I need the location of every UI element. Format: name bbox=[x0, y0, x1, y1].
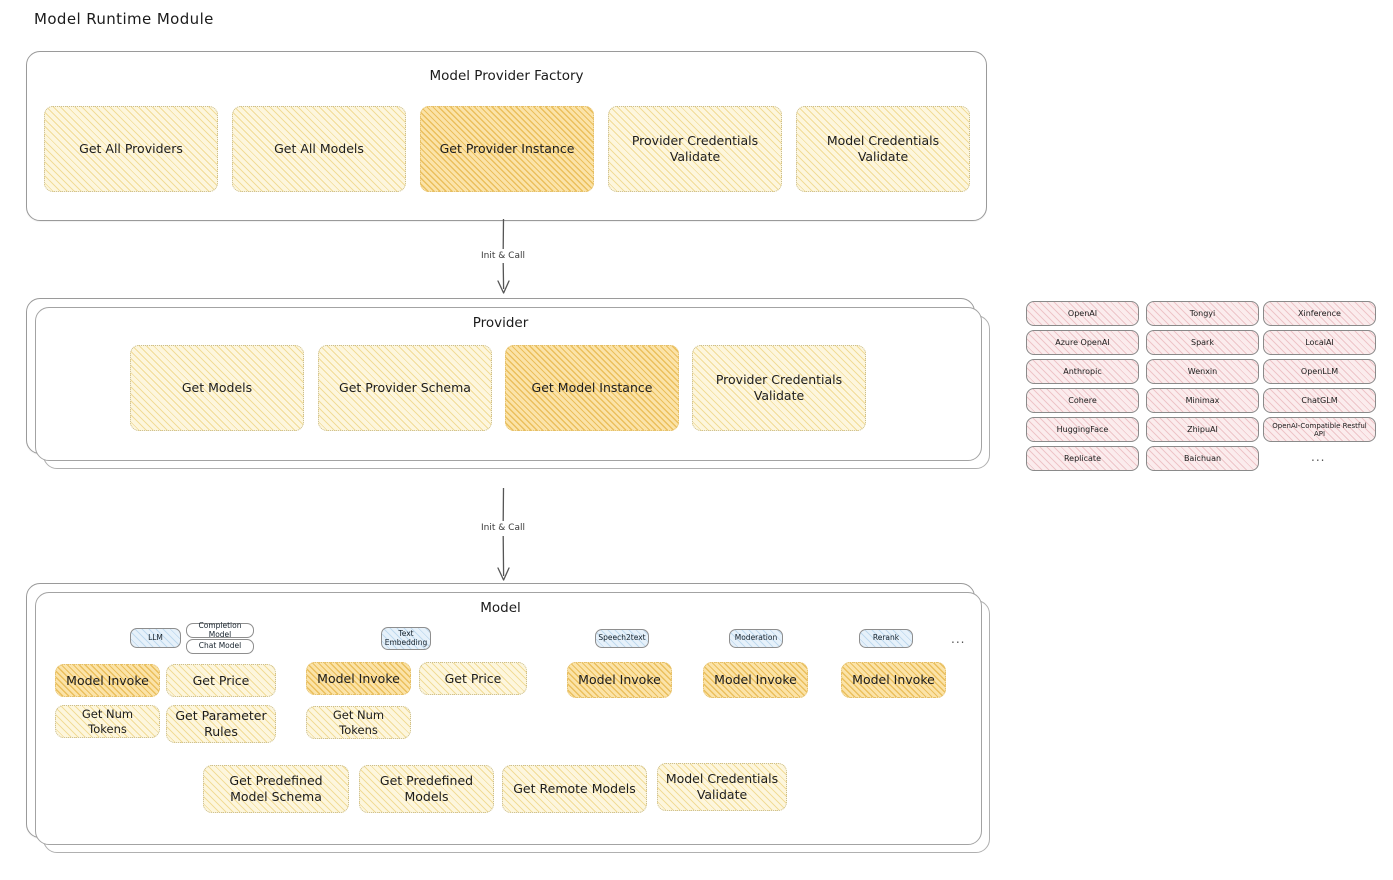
provider-tag-zhipuai[interactable]: ZhipuAI bbox=[1146, 417, 1259, 442]
model-sub-badge-completion-model[interactable]: Completion Model bbox=[186, 621, 254, 638]
arrow-1-label: Init & Call bbox=[478, 251, 528, 261]
provider-list-more: ... bbox=[1311, 450, 1326, 464]
provider-node-get-model-instance[interactable]: Get Model Instance bbox=[505, 345, 679, 431]
provider-tag-localai[interactable]: LocalAI bbox=[1263, 330, 1376, 355]
provider-tag-baichuan[interactable]: Baichuan bbox=[1146, 446, 1259, 471]
page-title: Model Runtime Module bbox=[34, 10, 214, 28]
arrow-provider-to-model: Init & Call bbox=[470, 487, 540, 584]
model-type-badge-moderation[interactable]: Moderation bbox=[729, 629, 783, 648]
provider-node-get-models[interactable]: Get Models bbox=[130, 345, 304, 431]
model-common-node-get-predefined-models[interactable]: Get Predefined Models bbox=[359, 765, 494, 813]
model-llm-node-model-invoke[interactable]: Model Invoke bbox=[55, 664, 160, 697]
model-speech2text-node-model-invoke[interactable]: Model Invoke bbox=[567, 662, 672, 698]
provider-title: Provider bbox=[472, 315, 529, 331]
model-moderation-node-model-invoke[interactable]: Model Invoke bbox=[703, 662, 808, 698]
arrow-2-icon bbox=[497, 487, 510, 581]
provider-tag-wenxin[interactable]: Wenxin bbox=[1146, 359, 1259, 384]
provider-tag-xinference[interactable]: Xinference bbox=[1263, 301, 1376, 326]
model-type-badge-rerank[interactable]: Rerank bbox=[859, 629, 913, 648]
model-llm-node-get-parameter-rules[interactable]: Get Parameter Rules bbox=[166, 705, 276, 743]
model-llm-node-get-price[interactable]: Get Price bbox=[166, 664, 276, 697]
factory-title: Model Provider Factory bbox=[429, 68, 584, 84]
model-sub-badge-chat-model[interactable]: Chat Model bbox=[186, 639, 254, 654]
model-type-badge-llm[interactable]: LLM bbox=[130, 628, 181, 648]
provider-tag-chatglm[interactable]: ChatGLM bbox=[1263, 388, 1376, 413]
provider-tag-cohere[interactable]: Cohere bbox=[1026, 388, 1139, 413]
provider-tag-tongyi[interactable]: Tongyi bbox=[1146, 301, 1259, 326]
model-common-node-get-predefined-model-schema[interactable]: Get Predefined Model Schema bbox=[203, 765, 349, 813]
arrow-2-label: Init & Call bbox=[478, 523, 528, 533]
provider-tag-spark[interactable]: Spark bbox=[1146, 330, 1259, 355]
model-text-embedding-node-get-num-tokens[interactable]: Get Num Tokens bbox=[306, 706, 411, 739]
model-text-embedding-node-model-invoke[interactable]: Model Invoke bbox=[306, 662, 411, 695]
model-type-badge-speech2text[interactable]: Speech2text bbox=[595, 629, 649, 648]
factory-node-provider-credentials-validate[interactable]: Provider Credentials Validate bbox=[608, 106, 782, 192]
provider-tag-anthropic[interactable]: Anthropic bbox=[1026, 359, 1139, 384]
model-type-badge-text-embedding[interactable]: Text Embedding bbox=[381, 627, 431, 650]
model-types-more: ... bbox=[951, 632, 966, 646]
arrow-1-icon bbox=[497, 218, 510, 294]
provider-tag-replicate[interactable]: Replicate bbox=[1026, 446, 1139, 471]
model-common-node-get-remote-models[interactable]: Get Remote Models bbox=[502, 765, 647, 813]
model-common-node-model-credentials-validate[interactable]: Model Credentials Validate bbox=[657, 763, 787, 811]
provider-node-provider-credentials-validate[interactable]: Provider Credentials Validate bbox=[692, 345, 866, 431]
model-llm-node-get-num-tokens[interactable]: Get Num Tokens bbox=[55, 705, 160, 738]
provider-node-get-provider-schema[interactable]: Get Provider Schema bbox=[318, 345, 492, 431]
factory-node-get-all-models[interactable]: Get All Models bbox=[232, 106, 406, 192]
factory-node-get-all-providers[interactable]: Get All Providers bbox=[44, 106, 218, 192]
factory-node-model-credentials-validate[interactable]: Model Credentials Validate bbox=[796, 106, 970, 192]
model-rerank-node-model-invoke[interactable]: Model Invoke bbox=[841, 662, 946, 698]
provider-tag-openai[interactable]: OpenAI bbox=[1026, 301, 1139, 326]
arrow-factory-to-provider: Init & Call bbox=[470, 218, 540, 297]
provider-tag-huggingface[interactable]: HuggingFace bbox=[1026, 417, 1139, 442]
provider-tag-azure-openai[interactable]: Azure OpenAI bbox=[1026, 330, 1139, 355]
model-title: Model bbox=[480, 600, 521, 616]
factory-node-get-provider-instance[interactable]: Get Provider Instance bbox=[420, 106, 594, 192]
model-text-embedding-node-get-price[interactable]: Get Price bbox=[419, 662, 527, 695]
provider-tag-openai-compatible-restful-api[interactable]: OpenAI-Compatible Restful API bbox=[1263, 417, 1376, 442]
provider-tag-openllm[interactable]: OpenLLM bbox=[1263, 359, 1376, 384]
provider-tag-minimax[interactable]: Minimax bbox=[1146, 388, 1259, 413]
